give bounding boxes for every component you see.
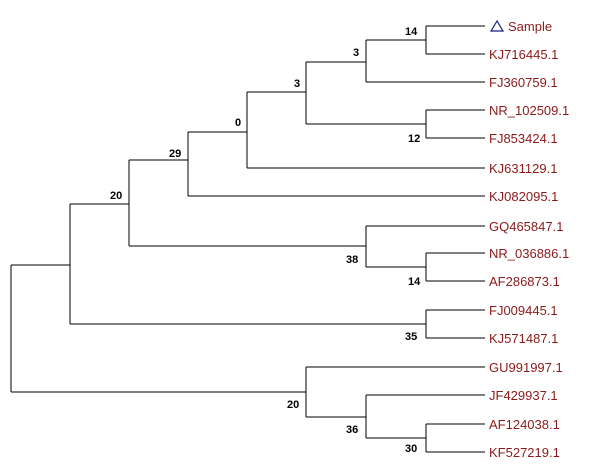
support-value: 20: [110, 190, 122, 202]
support-value: 3: [353, 47, 359, 59]
leaf-label-kj571487: KJ571487.1: [489, 331, 558, 346]
leaf-labels: Sample KJ716445.1 FJ360759.1 NR_102509.1…: [489, 19, 569, 460]
leaf-label-af124038: AF124038.1: [489, 417, 560, 432]
leaf-label-gq465847: GQ465847.1: [489, 219, 563, 234]
support-value: 38: [346, 254, 358, 266]
support-value: 20: [287, 399, 299, 411]
support-value: 14: [405, 26, 418, 38]
support-value: 3: [294, 78, 300, 90]
leaf-label-jf429937: JF429937.1: [489, 388, 558, 403]
leaf-label-gu991997: GU991997.1: [489, 360, 563, 375]
support-value: 29: [169, 148, 181, 160]
leaf-label-kj631129: KJ631129.1: [489, 161, 557, 176]
support-value: 14: [408, 276, 421, 288]
support-value: 35: [405, 331, 417, 343]
leaf-label-kj716445: KJ716445.1: [489, 47, 558, 62]
tree-branches: [10, 25, 485, 453]
leaf-label-kj082095: KJ082095.1: [489, 189, 558, 204]
triangle-icon: [489, 19, 505, 32]
leaf-label-kf527219: KF527219.1: [489, 445, 560, 460]
support-values: 14 3 12 3 0 29 14 38 20 35 30 36 20: [110, 26, 421, 455]
leaf-label-sample: Sample: [508, 19, 552, 34]
leaf-label-nr036886: NR_036886.1: [489, 246, 569, 261]
leaf-label-fj853424: FJ853424.1: [489, 131, 558, 146]
support-value: 30: [405, 443, 417, 455]
leaf-label-fj360759: FJ360759.1: [489, 75, 558, 90]
support-value: 12: [408, 133, 420, 145]
support-value: 0: [235, 117, 241, 129]
support-value: 36: [346, 424, 358, 436]
leaf-label-nr102509: NR_102509.1: [489, 103, 569, 118]
leaf-label-af286873: AF286873.1: [489, 274, 560, 289]
leaf-label-fj009445: FJ009445.1: [489, 303, 558, 318]
